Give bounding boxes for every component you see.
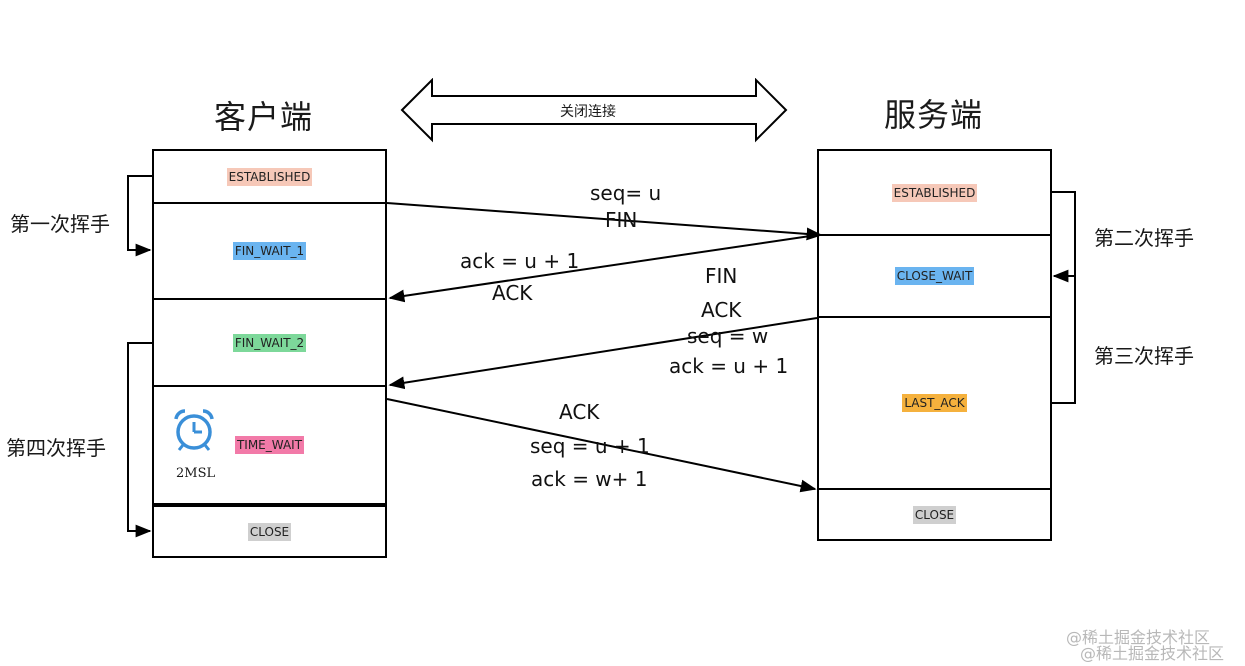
server-cell-close-wait: CLOSE_WAIT	[819, 236, 1050, 318]
bracket-third-wave	[1052, 276, 1076, 404]
server-title: 服务端	[884, 96, 984, 134]
server-cell-established: ESTABLISHED	[819, 151, 1050, 236]
state-established-client: ESTABLISHED	[226, 167, 313, 186]
arrow-fin-to-server	[386, 202, 823, 241]
bracket-first-wave	[127, 175, 152, 257]
msg3-ack-num: ack = u + 1	[669, 354, 789, 378]
msg3-seq: seq = w	[687, 324, 769, 348]
msg1-fin: FIN	[605, 208, 638, 232]
msg2-ack-num: ack = u + 1	[460, 249, 580, 273]
server-cell-last-ack: LAST_ACK	[819, 318, 1050, 490]
client-cell-fin-wait-1: FIN_WAIT_1	[154, 204, 385, 300]
state-fin-wait-2: FIN_WAIT_2	[232, 333, 307, 352]
arrow-ack-to-client	[388, 234, 818, 303]
alarm-clock-icon	[174, 409, 214, 451]
bracket-second-wave	[1052, 191, 1076, 283]
msg3-fin: FIN	[705, 264, 738, 288]
bracket-fourth-wave	[127, 342, 152, 538]
timer-label: 2MSL	[176, 466, 216, 481]
client-cell-fin-wait-2: FIN_WAIT_2	[154, 300, 385, 387]
client-state-column: ESTABLISHED FIN_WAIT_1 FIN_WAIT_2 TIME_W…	[152, 149, 387, 558]
state-close-wait: CLOSE_WAIT	[894, 267, 975, 285]
label-third-wave: 第三次挥手	[1094, 344, 1194, 368]
label-first-wave: 第一次挥手	[10, 212, 110, 236]
msg2-ack: ACK	[492, 281, 533, 305]
close-connection-banner	[400, 78, 788, 143]
watermark-line-2: @稀土掘金技术社区	[1080, 644, 1225, 663]
client-title: 客户端	[214, 98, 314, 136]
state-close-client: CLOSE	[247, 522, 292, 541]
state-fin-wait-1: FIN_WAIT_1	[232, 242, 307, 260]
state-time-wait: TIME_WAIT	[234, 436, 305, 454]
msg4-seq: seq = u + 1	[530, 434, 650, 458]
state-established-server: ESTABLISHED	[891, 183, 978, 202]
arrow-final-ack-to-server	[386, 398, 817, 493]
msg1-seq: seq= u	[590, 181, 662, 205]
server-state-column: ESTABLISHED CLOSE_WAIT LAST_ACK CLOSE	[817, 149, 1052, 541]
msg3-ack: ACK	[701, 298, 742, 322]
state-close-server: CLOSE	[912, 505, 957, 524]
msg4-ack-num: ack = w+ 1	[531, 467, 648, 491]
client-cell-established: ESTABLISHED	[154, 151, 385, 204]
msg4-ack: ACK	[559, 400, 600, 424]
watermark-line-1: @稀土掘金技术社区	[1066, 628, 1211, 647]
state-last-ack: LAST_ACK	[902, 394, 967, 412]
server-cell-close: CLOSE	[819, 490, 1050, 539]
client-cell-close: CLOSE	[154, 505, 385, 556]
label-second-wave: 第二次挥手	[1094, 226, 1194, 250]
client-cell-time-wait: TIME_WAIT	[154, 387, 385, 505]
banner-label: 关闭连接	[560, 104, 616, 120]
label-fourth-wave: 第四次挥手	[6, 436, 106, 460]
arrow-fin-ack-to-client	[388, 317, 818, 390]
